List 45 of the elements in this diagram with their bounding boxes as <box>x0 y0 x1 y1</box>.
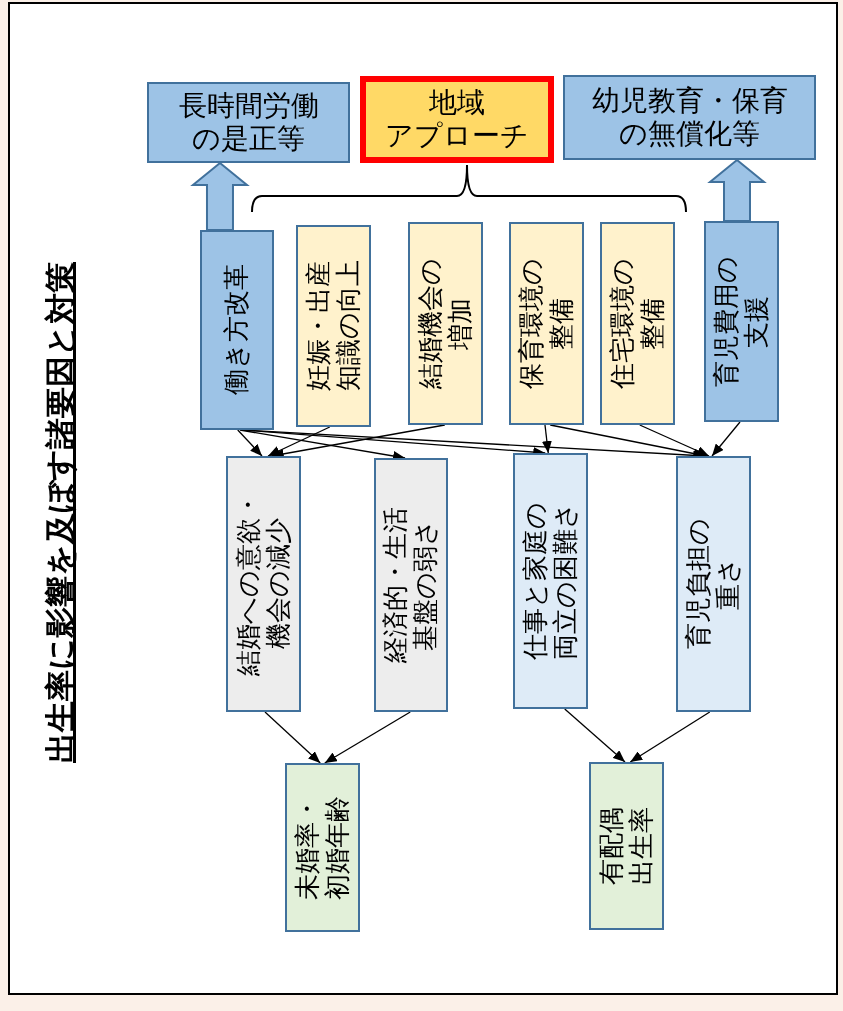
box-label: 結婚機会の増加 <box>415 257 476 391</box>
title: 出生率に影響を及ぼす諸要因と対策 <box>44 261 76 765</box>
process-box <box>374 458 448 712</box>
box-label: 仕事と家庭の両立の困難さ <box>520 501 581 661</box>
box-label: 有配偶出生率 <box>596 806 657 887</box>
process-box <box>408 222 483 425</box>
arrow <box>267 426 331 457</box>
arrow <box>237 429 263 457</box>
box-label: 育児費用の支援 <box>711 255 772 389</box>
box-label: 未婚率・初婚年齢 <box>292 794 353 902</box>
process-box <box>589 762 664 930</box>
box-label: 経済的・生活基盤の弱さ <box>381 506 441 665</box>
box-label: 保育環境の整備 <box>516 257 577 391</box>
block-arrow <box>707 158 767 222</box>
box-label: 結婚への意欲・機会の減少 <box>233 491 294 677</box>
box-label: 妊娠・出産知識の向上 <box>303 259 364 393</box>
process-box <box>676 456 751 712</box>
arrow <box>324 711 411 764</box>
arrow <box>639 424 710 457</box>
box-label: 働き方改革 <box>222 263 252 398</box>
box-label: 地域 <box>428 87 486 120</box>
arrow <box>629 711 711 763</box>
arrow <box>264 711 321 764</box>
process-box <box>226 456 301 712</box>
box-label: 住宅環境の整備 <box>607 257 668 391</box>
arrow <box>711 421 741 457</box>
box-label: 長時間労働の是正等 <box>177 90 320 155</box>
box-label: アプローチ <box>384 119 530 152</box>
box-label: 育児負担の重さ <box>683 517 744 651</box>
arrow <box>239 429 406 461</box>
process-box <box>704 221 779 422</box>
process-box <box>296 225 371 427</box>
arrow <box>271 424 446 459</box>
box-label: 幼児教育・保育の無償化等 <box>590 85 789 150</box>
process-box <box>360 76 554 163</box>
process-box <box>285 763 360 932</box>
process-box <box>200 230 274 430</box>
process-box <box>563 75 816 160</box>
process-box <box>509 222 584 425</box>
block-arrow <box>190 161 250 231</box>
process-box <box>147 82 350 163</box>
process-box <box>600 222 675 425</box>
arrow <box>564 708 626 763</box>
process-box <box>513 453 588 709</box>
arrow <box>541 424 552 454</box>
